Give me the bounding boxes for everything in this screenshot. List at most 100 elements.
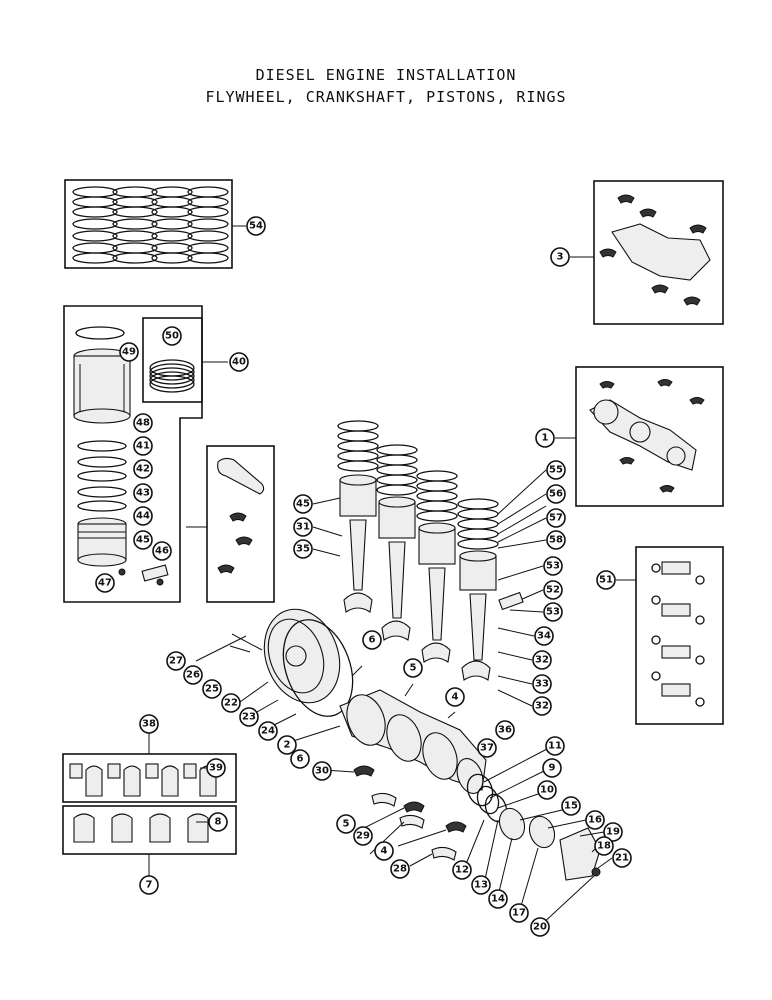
callout-23: 23 — [239, 707, 259, 727]
callout-40: 40 — [229, 352, 249, 372]
callout-27: 27 — [166, 651, 186, 671]
svg-text:40: 40 — [232, 357, 246, 368]
callout-11: 11 — [545, 736, 565, 756]
callout-25: 25 — [202, 679, 222, 699]
callout-26: 26 — [183, 665, 203, 685]
svg-text:28: 28 — [393, 864, 407, 875]
svg-text:24: 24 — [261, 726, 275, 737]
callout-2: 2 — [277, 735, 297, 755]
svg-text:42: 42 — [136, 464, 150, 475]
callout-50: 50 — [162, 326, 182, 346]
callout-41: 41 — [133, 436, 153, 456]
callout-45-kit: 45 — [133, 530, 153, 550]
callout-6-bottom: 6 — [290, 749, 310, 769]
callout-54: 54 — [246, 216, 266, 236]
svg-text:2: 2 — [284, 740, 291, 751]
callout-8: 8 — [208, 812, 228, 832]
svg-text:38: 38 — [142, 719, 156, 730]
callout-37: 37 — [477, 738, 497, 758]
callout-33: 33 — [532, 674, 552, 694]
callout-51: 51 — [596, 570, 616, 590]
callout-32-bottom: 32 — [532, 696, 552, 716]
svg-text:20: 20 — [533, 922, 547, 933]
svg-text:45: 45 — [136, 535, 150, 546]
svg-text:45: 45 — [296, 499, 310, 510]
piston-3 — [416, 470, 458, 663]
callout-18: 18 — [594, 836, 614, 856]
piston-4 — [457, 498, 499, 681]
svg-text:50: 50 — [165, 331, 179, 342]
svg-text:13: 13 — [474, 880, 488, 891]
ring-stack-2 — [112, 186, 158, 264]
svg-text:46: 46 — [155, 546, 169, 557]
callout-12: 12 — [452, 860, 472, 880]
callout-4-top: 4 — [445, 687, 465, 707]
callout-30: 30 — [312, 761, 332, 781]
callout-42: 42 — [133, 459, 153, 479]
svg-text:43: 43 — [136, 488, 150, 499]
svg-text:52: 52 — [546, 585, 560, 596]
piston-2 — [376, 444, 418, 641]
callout-49: 49 — [119, 342, 139, 362]
ring-set-box — [64, 179, 233, 269]
svg-text:51: 51 — [599, 575, 613, 586]
svg-text:4: 4 — [381, 846, 388, 857]
callout-15: 15 — [561, 796, 581, 816]
svg-text:3: 3 — [557, 252, 564, 263]
conrod-set-group — [62, 733, 237, 876]
diagram-title-line2: FLYWHEEL, CRANKSHAFT, PISTONS, RINGS — [205, 88, 567, 106]
callout-17: 17 — [509, 903, 529, 923]
callout-1: 1 — [535, 428, 555, 448]
callout-21: 21 — [612, 848, 632, 868]
svg-text:53: 53 — [546, 561, 560, 572]
callout-46: 46 — [152, 541, 172, 561]
conrod-box-group — [186, 445, 275, 603]
callout-28: 28 — [390, 859, 410, 879]
svg-text:55: 55 — [549, 465, 563, 476]
svg-text:26: 26 — [186, 670, 200, 681]
callout-52: 52 — [543, 580, 563, 600]
callout-57: 57 — [546, 508, 566, 528]
conrod-row-bottom — [73, 813, 209, 843]
svg-text:39: 39 — [209, 763, 223, 774]
svg-text:29: 29 — [356, 831, 370, 842]
callout-5-top: 5 — [403, 658, 423, 678]
flywheel — [263, 608, 341, 704]
conrod-set-box — [206, 445, 275, 603]
svg-text:19: 19 — [606, 827, 620, 838]
svg-text:22: 22 — [224, 698, 238, 709]
callout-44: 44 — [133, 506, 153, 526]
svg-text:15: 15 — [564, 801, 578, 812]
svg-text:7: 7 — [146, 880, 153, 891]
callout-32-top: 32 — [532, 650, 552, 670]
ring-set-group — [64, 179, 246, 269]
svg-text:30: 30 — [315, 766, 329, 777]
svg-text:14: 14 — [491, 894, 505, 905]
callout-31: 31 — [293, 517, 313, 537]
callout-47: 47 — [95, 573, 115, 593]
callout-13: 13 — [471, 875, 491, 895]
callout-48: 48 — [133, 413, 153, 433]
svg-text:31: 31 — [296, 522, 310, 533]
svg-text:49: 49 — [122, 347, 136, 358]
svg-text:33: 33 — [535, 679, 549, 690]
callout-29: 29 — [353, 826, 373, 846]
callout-53-bottom: 53 — [543, 602, 563, 622]
pin-row-4 — [651, 671, 705, 707]
callout-10: 10 — [537, 780, 557, 800]
callout-36: 36 — [495, 720, 515, 740]
svg-text:57: 57 — [549, 513, 563, 524]
svg-text:32: 32 — [535, 655, 549, 666]
callout-20: 20 — [530, 917, 550, 937]
svg-text:17: 17 — [512, 908, 526, 919]
svg-text:35: 35 — [296, 544, 310, 555]
svg-text:27: 27 — [169, 656, 183, 667]
main-bearing-cap-shape — [611, 223, 711, 281]
svg-text:5: 5 — [343, 819, 350, 830]
svg-text:36: 36 — [498, 725, 512, 736]
o-ring-49 — [75, 326, 125, 340]
callout-53-top: 53 — [543, 556, 563, 576]
svg-text:37: 37 — [480, 743, 494, 754]
callout-19: 19 — [603, 822, 623, 842]
